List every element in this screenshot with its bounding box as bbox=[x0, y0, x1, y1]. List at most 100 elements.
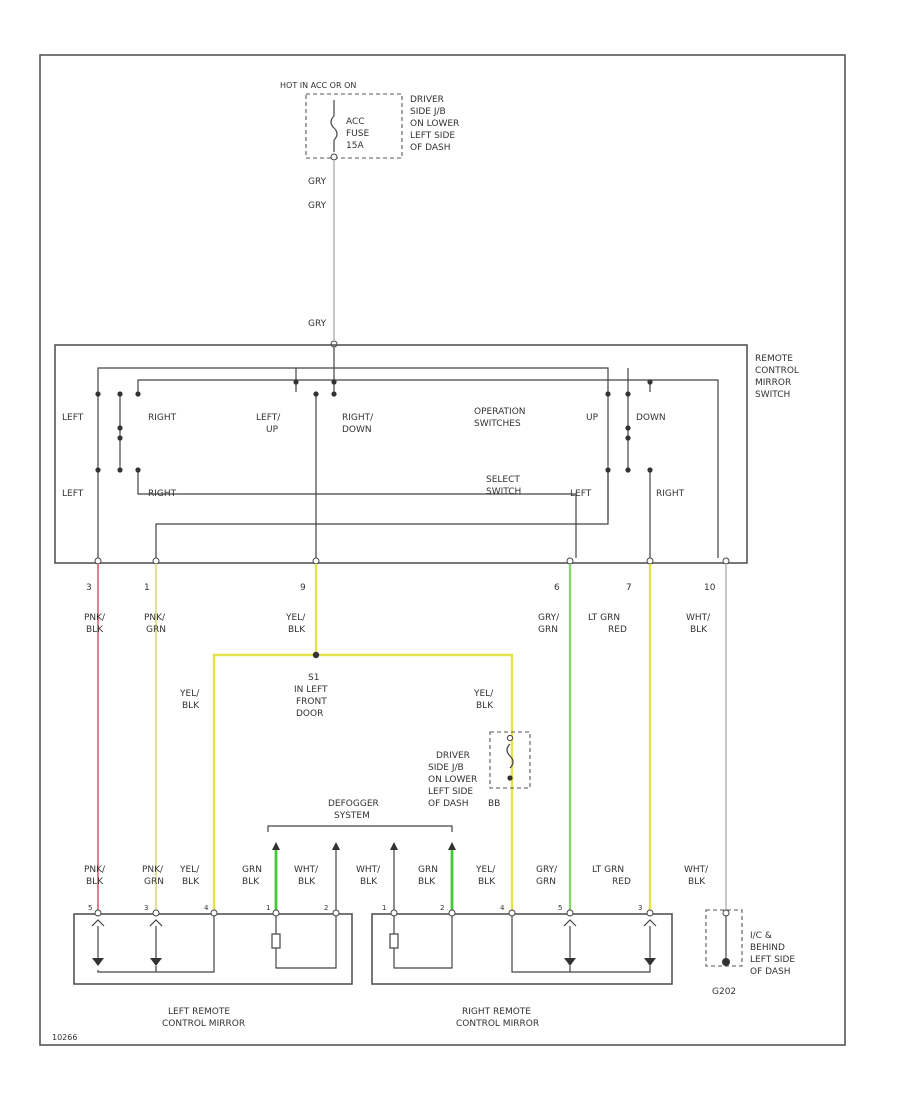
bottom-label-9a: GRY/ bbox=[536, 865, 558, 875]
operation-switches-line-1: OPERATION bbox=[474, 407, 526, 417]
select-right-label-b: RIGHT bbox=[656, 489, 685, 499]
left-branch-label-1: YEL/ bbox=[179, 689, 200, 699]
splice-label-line-1: S1 bbox=[308, 673, 319, 683]
bottom-label-11b: BLK bbox=[688, 877, 706, 887]
contact-down-label: DOWN bbox=[636, 413, 666, 423]
bottom-label-7b: BLK bbox=[418, 877, 436, 887]
left-mirror-pin-5: 5 bbox=[88, 904, 92, 912]
switch-contact-points bbox=[95, 379, 653, 473]
ground-location-1: I/C & bbox=[750, 931, 772, 941]
mirror-switch-box bbox=[54, 344, 748, 564]
operation-switches-line-2: SWITCHES bbox=[474, 419, 521, 429]
bottom-wire-labels: PNK/ BLK PNK/ GRN YEL/ BLK GRN BLK WHT/ … bbox=[84, 865, 709, 887]
ground-location-3: LEFT SIDE bbox=[750, 955, 795, 965]
wire-label-wht-blk-2: BLK bbox=[690, 625, 708, 635]
fuse-rating-line-1: ACC bbox=[346, 117, 365, 127]
ground-connector bbox=[722, 909, 730, 917]
bottom-label-8b: BLK bbox=[478, 877, 496, 887]
fuse-location-line-5: OF DASH bbox=[410, 143, 451, 153]
bottom-label-5b: BLK bbox=[298, 877, 316, 887]
pin-number-7: 7 bbox=[626, 583, 632, 593]
ground-location-4: OF DASH bbox=[750, 967, 791, 977]
wire-label-pnk-blk-2: BLK bbox=[86, 625, 104, 635]
left-mirror-pin-2: 2 bbox=[324, 904, 328, 912]
pin-number-6: 6 bbox=[554, 583, 560, 593]
right-mirror-pin-2: 2 bbox=[440, 904, 444, 912]
bottom-label-10a: LT GRN bbox=[592, 865, 624, 875]
left-branch-label-2: BLK bbox=[182, 701, 200, 711]
splice-label-line-2: IN LEFT bbox=[294, 685, 328, 695]
yel-blk-wire-right bbox=[316, 653, 514, 912]
pin-number-1: 1 bbox=[144, 583, 150, 593]
bottom-label-2b: GRN bbox=[144, 877, 164, 887]
bottom-label-8a: YEL/ bbox=[475, 865, 496, 875]
bottom-label-6b: BLK bbox=[360, 877, 378, 887]
contact-right-down-line-2: DOWN bbox=[342, 425, 372, 435]
wire-label-gry-grn-2: GRN bbox=[538, 625, 558, 635]
right-branch-label-1: YEL/ bbox=[473, 689, 494, 699]
contact-right-down-line-1: RIGHT/ bbox=[342, 413, 374, 423]
right-mirror-box bbox=[371, 913, 673, 985]
switch-name-line-2: CONTROL bbox=[755, 366, 799, 376]
defog-fuse-location-4: LEFT SIDE bbox=[428, 787, 473, 797]
feed-wire-color-top: GRY bbox=[308, 177, 327, 187]
defogger-feed-points bbox=[272, 842, 456, 850]
pin-number-3: 3 bbox=[86, 583, 92, 593]
select-left-label-a: LEFT bbox=[62, 489, 84, 499]
left-mirror-name-line-2: CONTROL MIRROR bbox=[162, 1019, 245, 1029]
right-mirror-name-line-1: RIGHT REMOTE bbox=[462, 1007, 531, 1017]
defogger-bracket bbox=[267, 825, 453, 832]
fuse-location-line-2: SIDE J/B bbox=[410, 107, 446, 117]
pin-number-9: 9 bbox=[300, 583, 306, 593]
splice-label-line-4: DOOR bbox=[296, 709, 323, 719]
ground-id: G202 bbox=[712, 987, 736, 997]
right-mirror-pin-1: 1 bbox=[382, 904, 386, 912]
select-left-label-b: LEFT bbox=[570, 489, 592, 499]
wire-label-yel-blk-2: BLK bbox=[288, 625, 306, 635]
wire-label-pnk-grn-2: GRN bbox=[146, 625, 166, 635]
fuse-box bbox=[305, 93, 403, 159]
left-mirror-pin-1: 1 bbox=[266, 904, 270, 912]
bottom-label-4a: GRN bbox=[242, 865, 262, 875]
switch-name-line-3: MIRROR bbox=[755, 378, 791, 388]
defogger-title-line-1: DEFOGGER bbox=[328, 799, 379, 809]
fuse-location-line-1: DRIVER bbox=[410, 95, 444, 105]
left-mirror-internals bbox=[91, 909, 340, 973]
defog-fuse-suffix: BB bbox=[488, 799, 500, 809]
fuse-rating-line-3: 15A bbox=[346, 141, 364, 151]
bottom-label-9b: GRN bbox=[536, 877, 556, 887]
contact-left-up-line-1: LEFT/ bbox=[256, 413, 281, 423]
defog-fuse-symbol bbox=[506, 734, 514, 781]
contact-right-label: RIGHT bbox=[148, 413, 177, 423]
fuse-terminal bbox=[330, 153, 338, 161]
switch-name-line-4: SWITCH bbox=[755, 390, 790, 400]
contact-up-label: UP bbox=[586, 413, 599, 423]
wire-label-gry-grn-1: GRY/ bbox=[538, 613, 560, 623]
switch-name-line-1: REMOTE bbox=[755, 354, 793, 364]
right-mirror-pin-5: 5 bbox=[558, 904, 562, 912]
wire-label-lt-grn-red-2: RED bbox=[608, 625, 627, 635]
defog-fuse-location-5: OF DASH bbox=[428, 799, 469, 809]
switch-connector-terminals bbox=[94, 557, 730, 565]
defog-fuse-location-1: DRIVER bbox=[436, 751, 470, 761]
right-branch-label-2: BLK bbox=[476, 701, 494, 711]
bottom-label-10b: RED bbox=[612, 877, 631, 887]
wire-label-lt-grn-red-1: LT GRN bbox=[588, 613, 620, 623]
fuse-symbol bbox=[330, 100, 338, 152]
defog-fuse-location-3: ON LOWER bbox=[428, 775, 477, 785]
bottom-label-3b: BLK bbox=[182, 877, 200, 887]
left-mirror-name-line-1: LEFT REMOTE bbox=[168, 1007, 230, 1017]
bottom-label-1a: PNK/ bbox=[84, 865, 106, 875]
fuse-rating-line-2: FUSE bbox=[346, 129, 369, 139]
right-mirror-internals bbox=[389, 909, 657, 973]
switch-input-terminal bbox=[330, 340, 338, 348]
fuse-location-line-4: LEFT SIDE bbox=[410, 131, 455, 141]
bottom-label-2a: PNK/ bbox=[142, 865, 164, 875]
right-mirror-pin-3: 3 bbox=[638, 904, 642, 912]
left-mirror-pin-3: 3 bbox=[144, 904, 148, 912]
left-mirror-pin-4: 4 bbox=[204, 904, 209, 912]
diagram-id: 10266 bbox=[52, 1033, 77, 1042]
select-right-label-a: RIGHT bbox=[148, 489, 177, 499]
yel-blk-wire-left bbox=[212, 653, 316, 912]
